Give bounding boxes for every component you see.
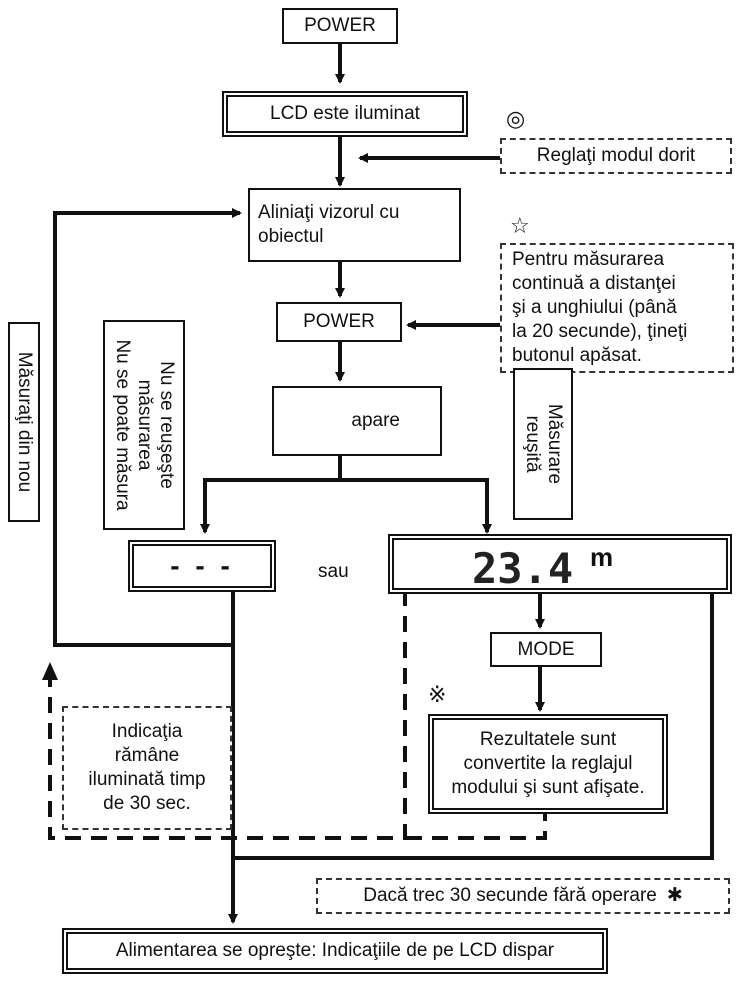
set-mode-note: Reglaţi modul dorit [500, 138, 732, 174]
lcd-value: 23.4 [472, 544, 574, 593]
result-line: convertite la reglajul [463, 753, 633, 774]
note-line: la 20 secunde), ţineţi [512, 321, 688, 342]
dashed-result-line [405, 805, 547, 840]
stays-lit-line: rămâne [114, 745, 180, 766]
note-line: Pentru măsurarea [512, 249, 665, 270]
crosshair-appears-box: apare [272, 386, 442, 456]
converted-result-box: Rezultatele sunt convertite la reglajul … [428, 714, 668, 814]
or-label: sau [318, 561, 349, 582]
power-button-mid: POWER [276, 302, 402, 342]
note-line: continuă a distanţei [512, 273, 676, 294]
fail-line: Nu se reuşeşte [156, 361, 177, 489]
align-line-1: Aliniaţi vizorul cu [258, 202, 400, 223]
dashed-return-line [48, 590, 407, 840]
timeout-note: Dacă trec 30 secunde fără operare ✱ [316, 878, 730, 914]
lcd-fail-display: - - - [128, 540, 276, 592]
align-line-2: obiectul [258, 226, 324, 247]
timeout-line [233, 590, 714, 860]
timeout-text: Dacă trec 30 secunde fără operare [363, 885, 657, 906]
fail-line: măsurarea [134, 379, 155, 471]
loop-line [53, 208, 242, 647]
star-icon: ☆ [510, 213, 530, 238]
stays-lit-line: iluminată timp [88, 769, 206, 790]
lcd-value-display: 23.4 m [388, 534, 732, 594]
align-viewfinder-box: Aliniaţi vizorul cu obiectul [248, 188, 461, 262]
lcd-unit: m [590, 542, 614, 572]
note-line: butonul apăsat. [512, 345, 642, 366]
lcd-illuminated-box: LCD este iluminat [222, 91, 468, 137]
branch-line [200, 455, 342, 534]
stays-lit-note: Indicaţia rămâne iluminată timp de 30 se… [62, 706, 232, 830]
measure-again-label: Măsuraţi din nou [8, 322, 40, 522]
continuous-measure-note: Pentru măsurarea continuă a distanţei şi… [500, 243, 734, 373]
note-line: şi a unghiului (până [512, 297, 677, 318]
stays-lit-line: de 30 sec. [103, 793, 191, 814]
double-circle-icon: ◎ [506, 106, 526, 131]
dashed-return-arrowhead [42, 662, 58, 680]
mode-button: MODE [490, 632, 602, 667]
measurement-failed-label: Nu se reuşeşte măsurarea Nu se poate măs… [103, 320, 185, 530]
result-line: Rezultatele sunt [479, 729, 617, 750]
reference-mark-icon: ※ [428, 682, 447, 707]
success-line: Măsurare [544, 403, 565, 485]
fail-line: Nu se poate măsura [112, 339, 133, 511]
success-line: reuşită [522, 415, 543, 473]
branch-line-right [340, 478, 492, 534]
result-line: modului şi sunt afişate. [451, 777, 645, 798]
power-off-box: Alimentarea se opreşte: Indicaţiile de p… [62, 928, 608, 974]
stays-lit-line: Indicaţia [111, 721, 183, 742]
power-button-top: POWER [282, 8, 398, 44]
measurement-success-label: Măsurare reuşită [513, 368, 573, 520]
asterisk-icon: ✱ [666, 885, 683, 906]
